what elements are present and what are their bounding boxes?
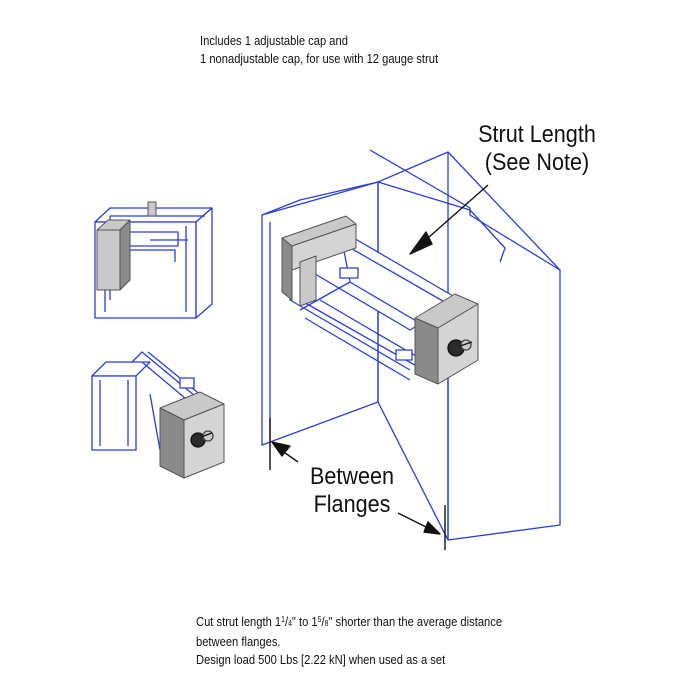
top-note: Includes 1 adjustable cap and 1 nonadjus…	[200, 32, 438, 68]
detail-adjustable-cap	[94, 201, 213, 319]
fraction-1-numerator: 1	[281, 615, 285, 624]
cut-length-rest-text: " shorter than the average distance	[328, 614, 503, 629]
bottom-note: Cut strut length 11/4" to 15/8" shorter …	[196, 613, 502, 669]
bottom-note-line-1: Cut strut length 11/4" to 15/8" shorter …	[196, 614, 503, 629]
bottom-note-line-3: Design load 500 Lbs [2.22 kN] when used …	[196, 652, 446, 667]
flanges-label: Flanges	[313, 491, 391, 518]
main-assembly	[261, 149, 561, 541]
bottom-note-line-2: between flanges.	[196, 634, 281, 649]
cut-length-to-text: " to 1	[291, 614, 318, 629]
fraction-1-denominator: 4	[288, 619, 292, 628]
fraction-2-numerator: 5	[317, 615, 322, 624]
cut-length-text: Cut strut length 1	[196, 614, 282, 629]
top-note-line-1: Includes 1 adjustable cap and	[200, 33, 348, 48]
callout-arrows	[269, 184, 489, 550]
fraction-2-denominator: 8	[324, 619, 329, 628]
between-label: Between	[309, 463, 395, 490]
strut-length-label: Strut Length	[478, 121, 596, 148]
see-note-label: (See Note)	[484, 149, 590, 176]
strut-length-callout: Strut Length (See Note)	[470, 121, 605, 177]
between-flanges-callout: Between Flanges	[289, 463, 415, 519]
detail-nonadjustable-cap	[91, 351, 225, 479]
top-note-line-2: 1 nonadjustable cap, for use with 12 gau…	[200, 51, 439, 66]
